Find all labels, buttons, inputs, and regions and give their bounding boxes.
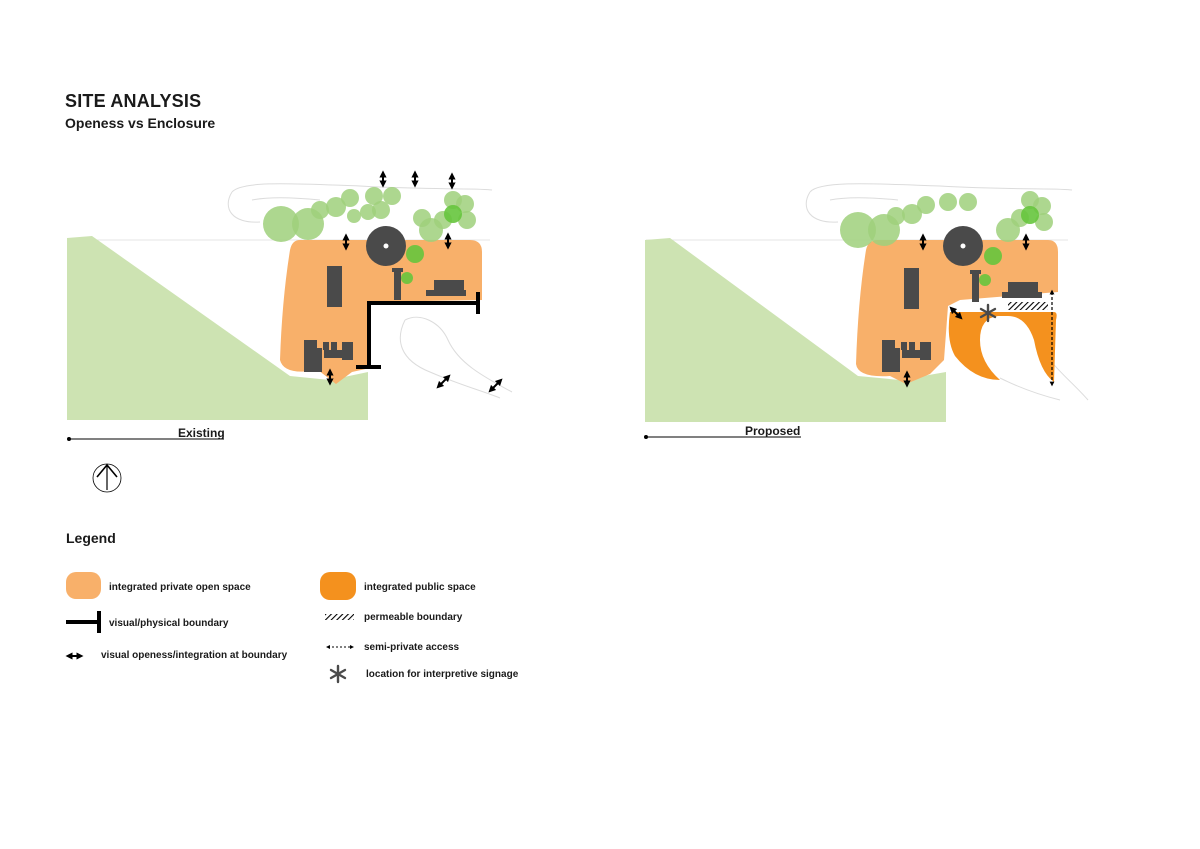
road-outline: [809, 183, 1073, 193]
public-space: [948, 312, 1057, 382]
existing-label: Existing: [178, 426, 225, 440]
road-outline: [1049, 359, 1089, 401]
north-arrow-icon: [92, 463, 122, 493]
page-subtitle: Openess vs Enclosure: [65, 115, 216, 131]
page-title: SITE ANALYSIS: [65, 91, 202, 111]
legend-symbols: [65, 572, 356, 684]
proposed-diagram: Proposed: [644, 183, 1089, 439]
asterisk-icon: [329, 664, 347, 684]
orange-swatch: [320, 572, 356, 600]
boundary-line-icon: [66, 611, 101, 633]
proposed-label: Proposed: [745, 424, 800, 438]
road-outline: [404, 316, 513, 393]
legend-title: Legend: [66, 530, 116, 546]
road-outline: [999, 377, 1061, 401]
road-outline: [231, 183, 493, 193]
park-area: [67, 236, 368, 420]
visual-physical-boundary: [356, 292, 480, 369]
tree-cluster: [263, 187, 476, 284]
road-outline: [805, 191, 839, 223]
existing-diagram: Existing: [67, 170, 513, 441]
buildings: [882, 226, 1042, 372]
permeable-boundary: [1008, 302, 1048, 310]
road-outline: [227, 191, 261, 223]
legend-label: visual openess/integration at boundary: [101, 650, 288, 661]
road-outline: [399, 319, 501, 399]
tree-cluster: [840, 191, 1053, 286]
hatch-icon: [325, 614, 354, 620]
double-arrow-icon: [436, 374, 451, 389]
legend-label: integrated public space: [364, 582, 476, 593]
road-outline: [829, 197, 899, 201]
openness-arrows: [326, 170, 503, 393]
legend-label: semi-private access: [364, 642, 460, 653]
asterisk-icon: [979, 303, 997, 323]
road-outline: [251, 197, 321, 201]
light-orange-swatch: [66, 572, 101, 599]
double-arrow-icon: [949, 306, 963, 320]
legend-label: visual/physical boundary: [109, 618, 229, 629]
legend-label: permeable boundary: [364, 612, 463, 623]
legend-label: integrated private open space: [109, 582, 251, 593]
buildings: [304, 226, 466, 372]
park-area: [645, 238, 946, 422]
legend-label: location for interpretive signage: [366, 669, 519, 680]
openness-arrows: [903, 233, 1030, 388]
double-arrow-icon: [488, 378, 503, 393]
